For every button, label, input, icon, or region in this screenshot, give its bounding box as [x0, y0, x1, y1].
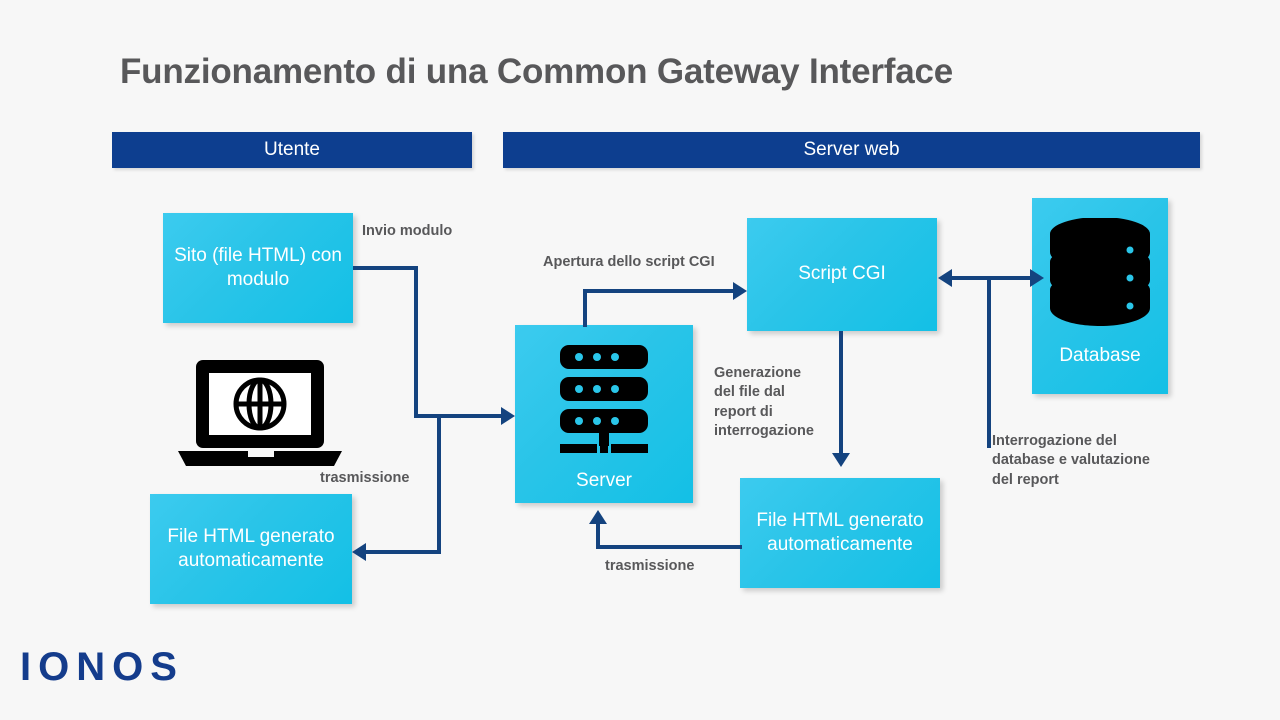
edge-trasmissione-left-seg2	[366, 550, 441, 554]
edge-label-apertura-script: Apertura dello script CGI	[543, 254, 715, 270]
edge-apertura-script-arrowhead	[733, 282, 747, 300]
edge-trasmissione-left-seg1	[437, 414, 441, 554]
node-server: Server	[515, 325, 693, 503]
edge-trasmissione-left-arrowhead	[352, 543, 366, 561]
node-server-label: Server	[576, 469, 632, 491]
edge-apertura-script-seg1	[583, 289, 587, 327]
node-script-cgi: Script CGI	[747, 218, 937, 331]
node-file-html-generato-right: File HTML generato automaticamente	[740, 478, 940, 588]
column-header-utente: Utente	[112, 132, 472, 168]
ionos-logo: IONOS	[20, 645, 184, 689]
edge-invio-modulo-seg1	[353, 266, 418, 270]
node-database: Database	[1032, 198, 1168, 394]
node-script-cgi-label: Script CGI	[798, 263, 886, 285]
edge-label-invio-modulo: Invio modulo	[362, 223, 453, 239]
edge-label-generazione-file: Generazione del file dal report di inter…	[714, 365, 814, 440]
edge-trasmissione-right-arrowhead	[589, 510, 607, 524]
node-database-label: Database	[1059, 344, 1141, 366]
database-cylinder-icon	[1044, 217, 1156, 343]
column-header-utente-label: Utente	[264, 139, 320, 160]
edge-generazione-file-seg1	[839, 331, 843, 455]
column-header-server-web-label: Server web	[803, 139, 900, 160]
edge-interrogazione-db-seg2	[987, 276, 991, 448]
node-file-html-generato-left: File HTML generato automaticamente	[150, 494, 352, 604]
node-sito-label: Sito (file HTML) con modulo	[174, 244, 342, 290]
edge-label-interrogazione-db: Interrogazione del database e valutazion…	[992, 433, 1150, 488]
edge-invio-modulo-seg3	[414, 414, 503, 418]
edge-label-trasmissione-right: trasmissione	[605, 558, 695, 574]
laptop-globe-icon	[176, 356, 344, 468]
node-sito-file-html: Sito (file HTML) con modulo	[163, 213, 353, 323]
node-file-html-left-label: File HTML generato automaticamente	[167, 525, 335, 571]
column-header-server-web: Server web	[503, 132, 1200, 168]
edge-interrogazione-db-arrowhead-right	[1030, 269, 1044, 287]
node-file-html-right-label: File HTML generato automaticamente	[756, 509, 924, 555]
edge-trasmissione-right-seg1	[596, 545, 742, 549]
edge-invio-modulo-seg2	[414, 266, 418, 418]
edge-trasmissione-right-seg2	[596, 521, 600, 549]
edge-apertura-script-seg2	[583, 289, 735, 293]
edge-interrogazione-db-arrowhead-left	[938, 269, 952, 287]
edge-invio-modulo-arrowhead	[501, 407, 515, 425]
edge-label-trasmissione-left: trasmissione	[320, 470, 410, 486]
edge-interrogazione-db-seg1	[952, 276, 1032, 280]
page-title: Funzionamento di una Common Gateway Inte…	[120, 52, 954, 91]
server-rack-icon	[546, 343, 662, 466]
edge-generazione-file-arrowhead	[832, 453, 850, 467]
